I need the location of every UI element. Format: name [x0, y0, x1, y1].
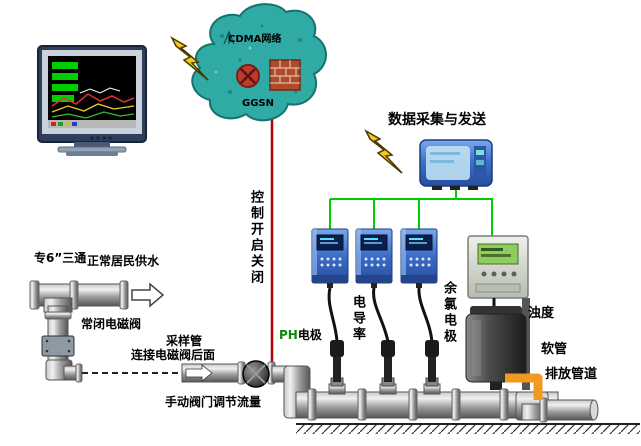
- conductivity-label: 电导率: [350, 295, 365, 343]
- antenna-icon: [223, 30, 235, 45]
- normal-supply-label: 正常居民供水: [87, 254, 160, 268]
- tee-label: 专6”三通: [34, 251, 87, 265]
- wireless-bolt-icon: [364, 129, 403, 174]
- data-collection-device: [419, 139, 493, 190]
- wireless-bolt-icon: [170, 36, 209, 81]
- supply-pipe: [29, 280, 129, 313]
- closed-valve-label: 常闭电磁阀: [81, 317, 142, 331]
- data-collection-label: 数据采集与发送: [388, 112, 486, 128]
- cloud-network-label: CDMA网络: [228, 34, 282, 45]
- discharge-label: 排放管道: [545, 367, 598, 382]
- supply-arrow-icon: [131, 282, 165, 308]
- hose-label: 软管: [541, 342, 568, 357]
- conductivity-electrode-probe: [379, 340, 397, 395]
- ph-label-prefix: PH: [279, 328, 298, 342]
- chlorine-electrode-probe: [423, 340, 441, 395]
- hose-pipe: [505, 373, 543, 400]
- chlorine-label: 余氯电极: [441, 281, 456, 345]
- sample-line: [181, 361, 295, 385]
- solenoid-valve-branch: [41, 305, 83, 383]
- ph-electrode-probe: [328, 340, 346, 395]
- turbidity-label: 浊度: [528, 306, 555, 321]
- sampling-pipe-label: 采样管: [166, 334, 203, 348]
- manual-valve: [242, 360, 270, 388]
- ph-electrode-label: PH电极: [279, 326, 322, 343]
- ph-label-suffix: 电极: [297, 328, 322, 342]
- monitoring-pc: [37, 45, 147, 156]
- cloud-node-label: GGSN: [242, 98, 274, 109]
- firewall-icon: [269, 59, 301, 91]
- turbidity-sensor: [465, 306, 527, 390]
- connect-note-label: 连接电磁阀后面: [131, 348, 216, 362]
- discharge-pipe: [515, 391, 599, 423]
- ground-hatch: [296, 423, 640, 434]
- router-hub-icon: [236, 64, 260, 88]
- sample-arrow-icon: [185, 364, 213, 382]
- manual-valve-label: 手动阀门调节流量: [165, 395, 262, 409]
- green-signal-bus: [329, 186, 493, 236]
- network-cloud: [191, 3, 327, 122]
- turbidity-controller: [467, 235, 529, 299]
- controller-conductivity: [355, 228, 393, 288]
- controller-ph: [311, 228, 349, 288]
- remote-switch-label: 控制开启关闭: [248, 190, 263, 286]
- controller-chlorine: [400, 228, 438, 288]
